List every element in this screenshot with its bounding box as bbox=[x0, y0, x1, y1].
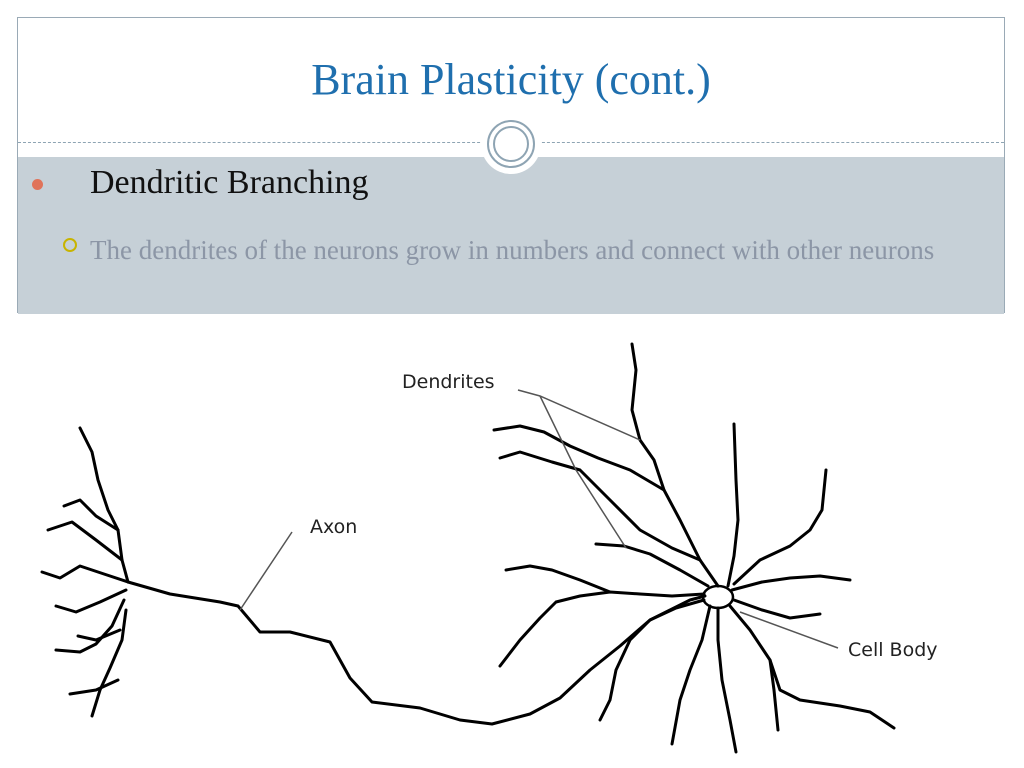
ornament-inner-ring bbox=[493, 126, 529, 162]
label-leaders bbox=[239, 389, 839, 649]
title-area: Brain Plasticity (cont.) bbox=[18, 18, 1004, 143]
sub-bullet-text: The dendrites of the neurons grow in num… bbox=[90, 235, 935, 265]
label-axon: Axon bbox=[310, 516, 357, 538]
slide-frame: Brain Plasticity (cont.) bbox=[17, 17, 1005, 314]
circle-ornament-icon bbox=[481, 114, 541, 174]
sub-bullet-circle-icon bbox=[63, 238, 77, 252]
label-dendrites: Dendrites bbox=[402, 371, 495, 393]
label-cell-body: Cell Body bbox=[848, 639, 938, 661]
neuron-diagram: Dendrites Axon Cell Body bbox=[40, 342, 938, 754]
slide-title: Brain Plasticity (cont.) bbox=[311, 55, 711, 104]
ornament-ring bbox=[487, 120, 535, 168]
neuron-drawing bbox=[40, 342, 896, 754]
bullet-dot-icon bbox=[32, 179, 43, 190]
content-area bbox=[18, 157, 1004, 314]
bullet-text: Dendritic Branching bbox=[90, 164, 369, 201]
